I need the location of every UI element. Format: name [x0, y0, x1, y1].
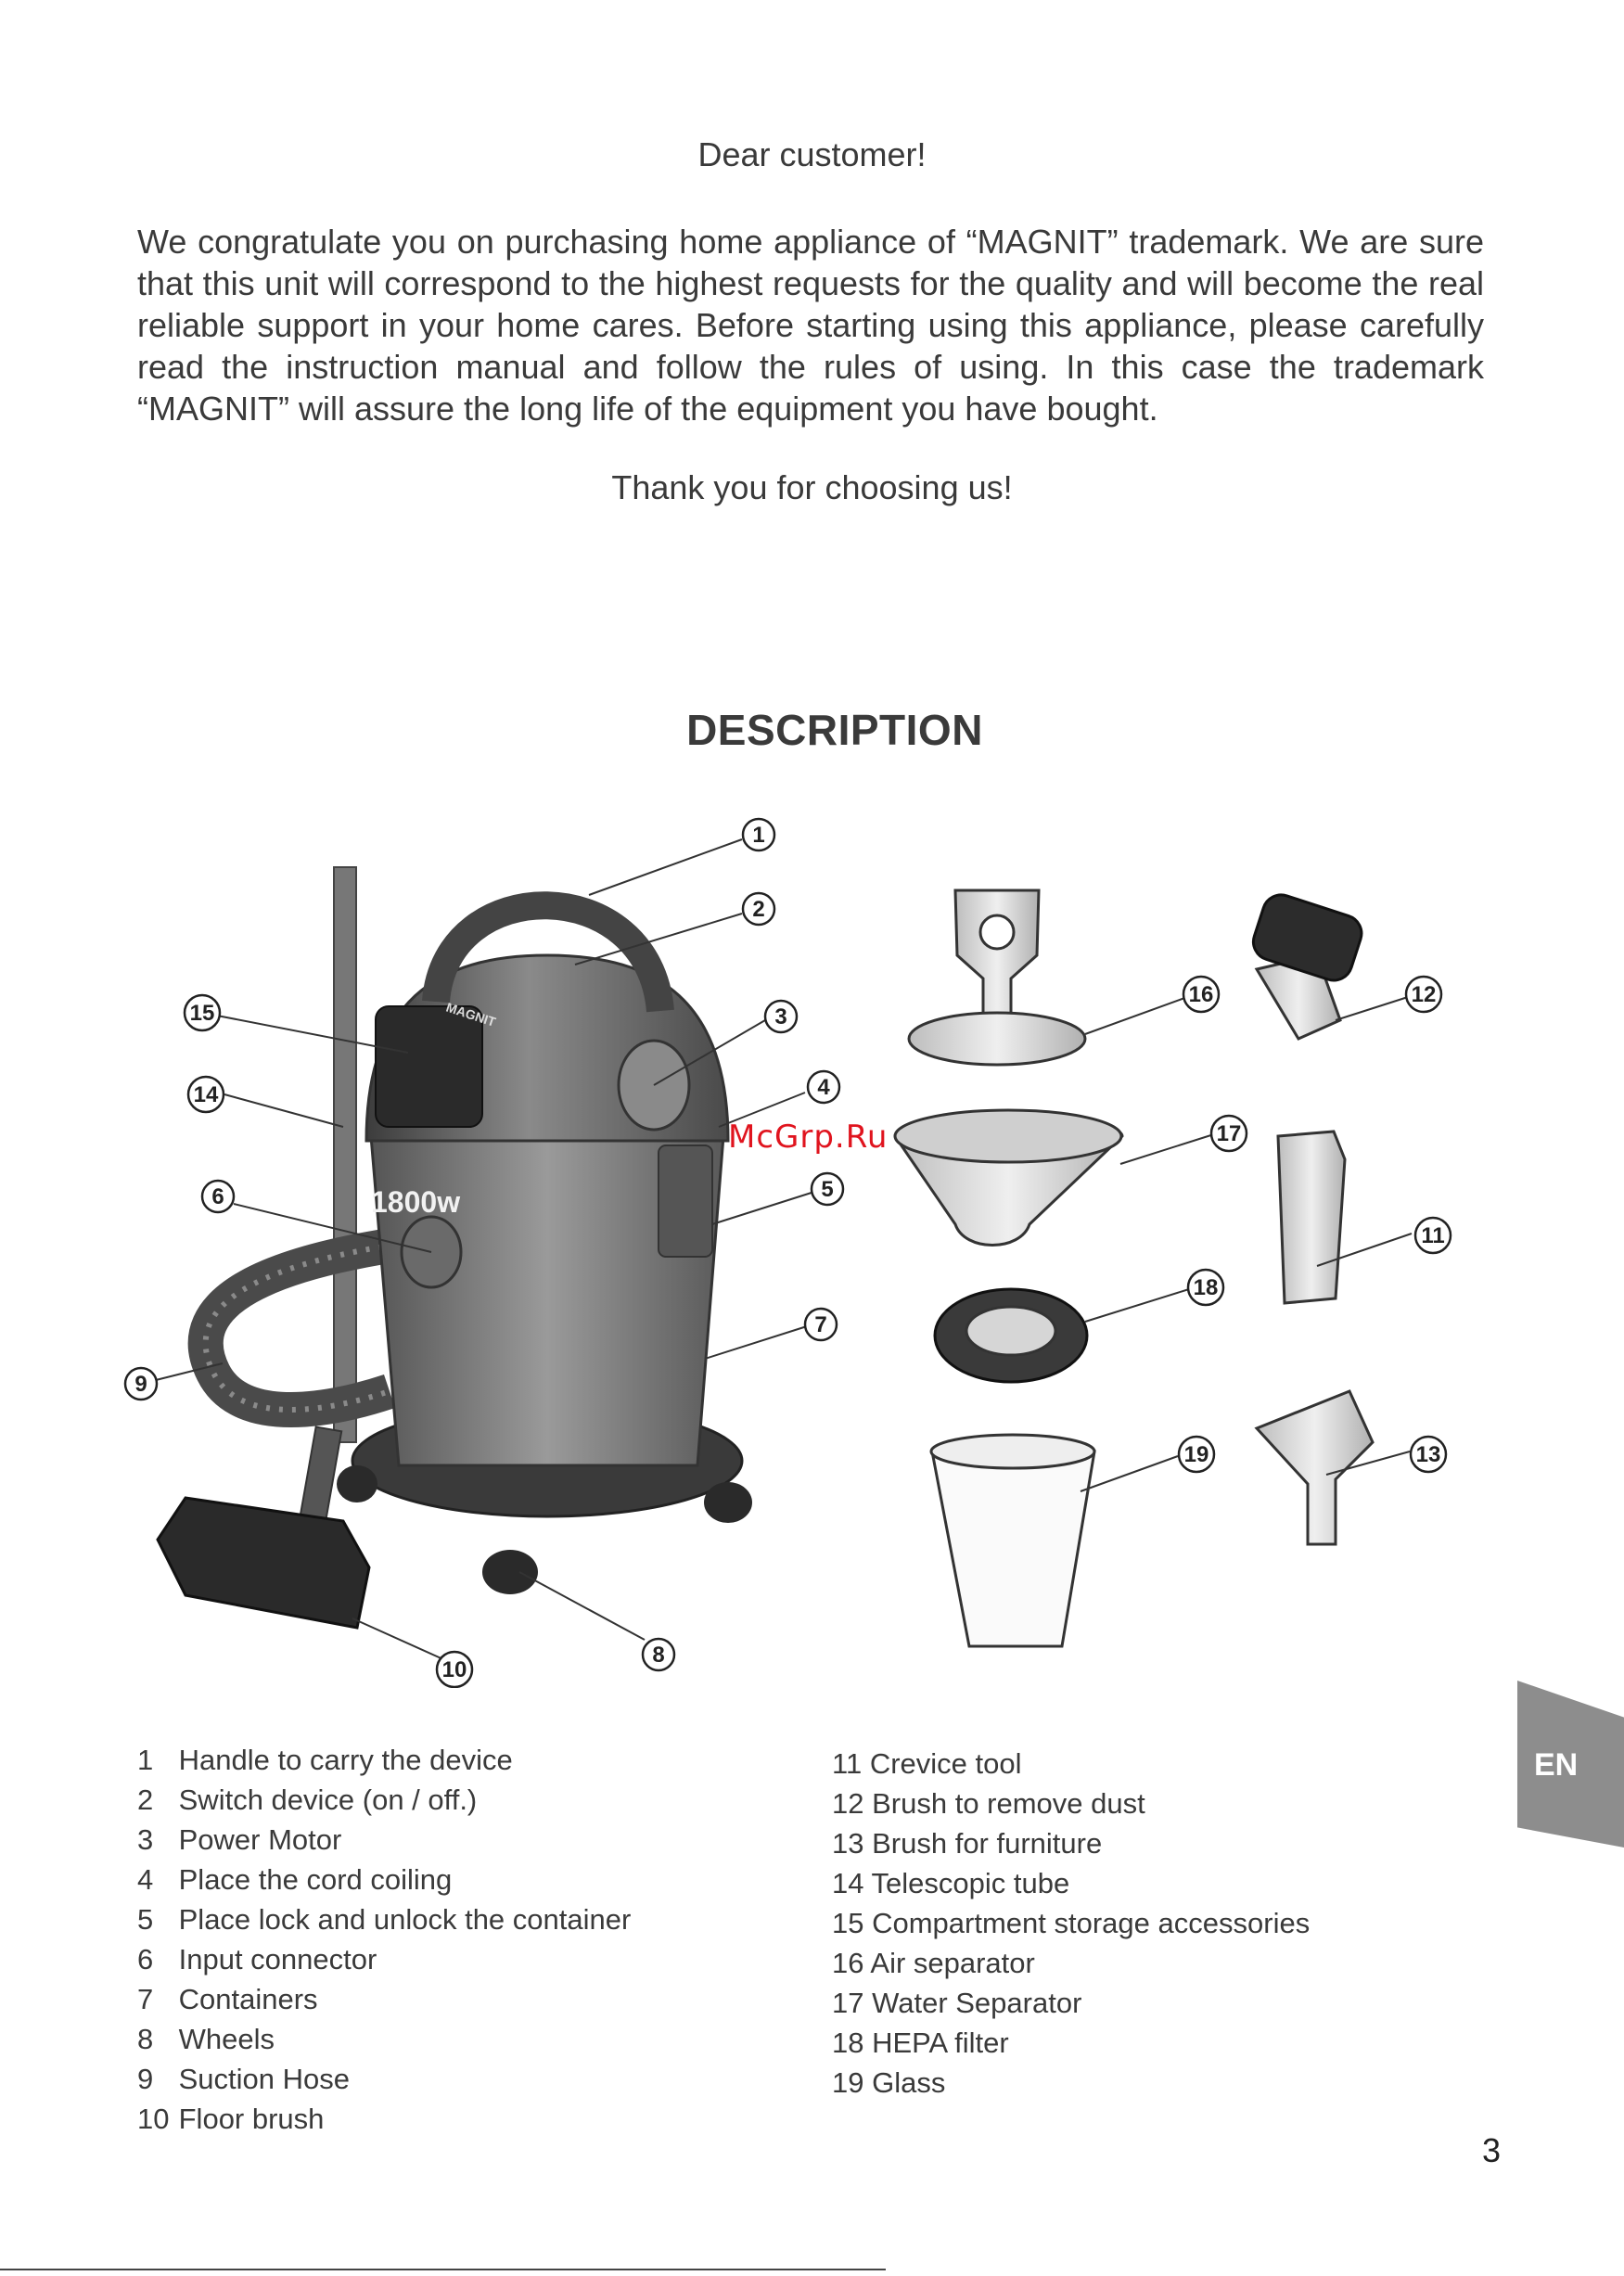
svg-text:13: 13	[1416, 1442, 1441, 1467]
svg-text:18: 18	[1194, 1275, 1219, 1300]
svg-text:14: 14	[194, 1082, 219, 1107]
carry-handle	[422, 891, 674, 1013]
callout-markers: 1 2 3 4 5 6 7 8 9 10 11 12 13 14 15 16 1…	[123, 817, 1452, 1688]
legend-item: 4 Place the cord coiling	[137, 1863, 453, 1896]
callout-1: 1	[741, 817, 776, 852]
dust-brush	[1251, 893, 1363, 1041]
floor-brush	[156, 1496, 371, 1630]
legend-item: 12 Brush to remove dust	[832, 1787, 1145, 1820]
wheels	[337, 1465, 752, 1594]
callout-5: 5	[810, 1171, 845, 1207]
legend-item: 5 Place lock and unlock the container	[137, 1903, 632, 1936]
callout-18: 18	[1186, 1268, 1225, 1307]
svg-text:5: 5	[821, 1177, 833, 1202]
water-separator	[893, 1108, 1124, 1247]
legend-item: 7 Containers	[137, 1983, 318, 2015]
watermark: McGrp.Ru	[728, 1119, 889, 1156]
telescopic-tube	[333, 866, 357, 1443]
callout-3: 3	[763, 999, 799, 1034]
legend-item: 6 Input connector	[137, 1943, 377, 1976]
svg-text:8: 8	[652, 1643, 664, 1668]
legend-right: 11 Crevice tool 12 Brush to remove dust …	[832, 1744, 1310, 2103]
thanks-line: Thank you for choosing us!	[611, 468, 1013, 506]
air-separator	[907, 889, 1087, 1067]
callout-8: 8	[641, 1637, 676, 1672]
legend-item: 3 Power Motor	[137, 1823, 342, 1856]
legend-item: 9 Suction Hose	[137, 2063, 351, 2095]
callout-9: 9	[123, 1366, 159, 1401]
svg-text:1: 1	[752, 823, 764, 848]
section-title: DESCRIPTION	[686, 706, 983, 754]
bottom-divider	[0, 2269, 886, 2270]
legend-item: 19 Glass	[832, 2066, 946, 2099]
svg-text:3: 3	[774, 1004, 786, 1029]
legend-item: 2 Switch device (on / off.)	[137, 1784, 478, 1816]
crevice-tool	[1276, 1130, 1347, 1305]
legend-item: 11 Crevice tool	[832, 1747, 1022, 1780]
callout-13: 13	[1409, 1435, 1448, 1474]
callout-11: 11	[1413, 1216, 1452, 1255]
svg-text:19: 19	[1184, 1442, 1209, 1467]
callout-4: 4	[806, 1069, 841, 1105]
legend-item: 10 Floor brush	[137, 2103, 325, 2135]
vacuum-diagram: MAGNIT 1800w	[123, 817, 1452, 1688]
glass-container	[929, 1433, 1096, 1648]
vacuum-cleaner: MAGNIT 1800w	[156, 866, 752, 1630]
svg-text:4: 4	[817, 1075, 830, 1100]
callout-15: 15	[183, 993, 222, 1032]
legend-item: 18 HEPA filter	[832, 2027, 1009, 2059]
legend-item: 8 Wheels	[137, 2023, 275, 2055]
hepa-filter	[933, 1287, 1089, 1384]
svg-text:16: 16	[1189, 982, 1214, 1007]
language-tab-label: EN	[1534, 1747, 1579, 1783]
callout-6: 6	[200, 1179, 236, 1214]
callout-2: 2	[741, 891, 776, 927]
svg-text:12: 12	[1412, 982, 1437, 1007]
svg-text:6: 6	[211, 1184, 224, 1209]
furniture-brush	[1254, 1389, 1375, 1546]
svg-text:15: 15	[190, 1001, 215, 1026]
accessory-compartment	[375, 1005, 483, 1128]
page-number: 3	[1482, 2131, 1502, 2169]
legend-item: 17 Water Separator	[832, 1987, 1082, 2019]
callout-7: 7	[803, 1307, 838, 1342]
legend-item: 13 Brush for furniture	[832, 1827, 1103, 1860]
suction-hose	[187, 1225, 411, 1427]
legend-item: 14 Telescopic tube	[832, 1867, 1070, 1899]
svg-text:7: 7	[814, 1312, 826, 1337]
svg-text:10: 10	[442, 1657, 467, 1682]
language-tab: EN	[1517, 1681, 1624, 1848]
legend-left: 1 Handle to carry the device 2 Switch de…	[137, 1740, 631, 2139]
intro-paragraph: We congratulate you on purchasing home a…	[137, 223, 1484, 428]
callout-19: 19	[1177, 1435, 1216, 1474]
svg-text:2: 2	[752, 897, 764, 922]
callout-12: 12	[1404, 975, 1443, 1014]
legend-item: 15 Compartment storage accessories	[832, 1907, 1311, 1939]
power-label: 1800w	[371, 1185, 460, 1219]
callout-10: 10	[435, 1650, 474, 1688]
svg-text:9: 9	[134, 1372, 147, 1397]
greeting: Dear customer!	[697, 135, 927, 173]
svg-text:11: 11	[1421, 1223, 1444, 1248]
callout-14: 14	[186, 1075, 225, 1114]
svg-text:17: 17	[1217, 1121, 1242, 1146]
container-lock	[658, 1144, 713, 1258]
leader-lines	[155, 838, 1413, 1661]
callout-17: 17	[1209, 1114, 1248, 1153]
legend-item: 16 Air separator	[832, 1947, 1035, 1979]
callout-16: 16	[1182, 975, 1221, 1014]
legend-item: 1 Handle to carry the device	[137, 1744, 513, 1776]
